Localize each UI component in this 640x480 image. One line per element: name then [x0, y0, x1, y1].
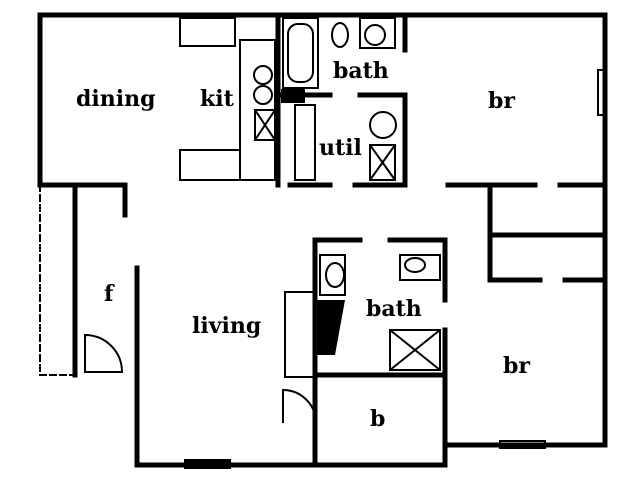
room-label-kitchen: kit — [200, 86, 234, 112]
room-label-bath-bottom: bath — [366, 296, 422, 322]
room-label-bath-top: bath — [333, 58, 389, 84]
room-label-bedroom-top: br — [488, 88, 515, 114]
door-swings — [84, 333, 317, 424]
room-label-utility: util — [319, 135, 362, 161]
chimney — [315, 300, 345, 355]
room-label-dining: dining — [76, 86, 156, 112]
fixtures — [179, 17, 607, 469]
walls — [37, 12, 608, 468]
room-label-foyer: f — [104, 281, 114, 307]
room-label-b: b — [370, 406, 386, 432]
room-label-bedroom-bottom: br — [503, 353, 530, 379]
room-label-living: living — [192, 313, 262, 339]
